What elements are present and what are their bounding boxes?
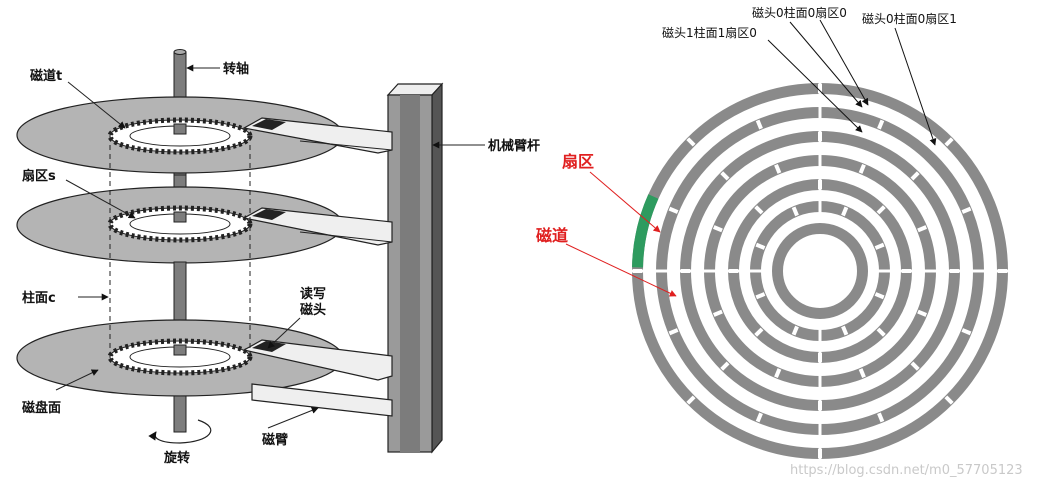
arm-rod [386,82,444,454]
sector-divider [754,205,764,215]
sector-divider [720,361,730,371]
sector-divider [755,119,763,130]
sector-divider [774,368,782,379]
sector-divider [686,395,696,405]
sector-divider [841,206,849,217]
label-rw-head-2: 磁头 [300,302,326,318]
label-spindle: 转轴 [223,61,249,77]
sector-divider [874,292,885,300]
label-track-red: 磁道 [536,226,568,245]
sector-divider [858,368,866,379]
sector-divider [712,309,723,317]
label-sector-red: 扇区 [562,152,594,171]
sector-divider [876,327,886,337]
sector-divider [841,325,849,336]
black-arrows [767,19,937,146]
sector-divider [961,328,972,336]
label-cylinder-c: 柱面c [22,290,56,306]
sector-divider [917,225,928,233]
sector-divider [858,163,866,174]
label-arm: 磁臂 [262,432,288,448]
sector-divider [910,171,920,181]
sector-divider [712,225,723,233]
rotation-arrow [148,419,212,444]
platter-top-view: 磁头0柱面0扇区0 磁头0柱面0扇区1 磁头1柱面1扇区0 扇区 磁道 [536,5,1008,459]
sector-divider [791,325,799,336]
sector-divider [791,206,799,217]
sector-divider [720,171,730,181]
sector-divider [755,242,766,250]
sector-divider [944,395,954,405]
arm-top [242,117,393,154]
sector-divider [774,163,782,174]
sector-divider [755,412,763,423]
sector-divider [668,206,679,214]
label-h0-c0-s0: 磁头0柱面0扇区0 [752,5,847,20]
label-h0-c0-s1: 磁头0柱面0扇区1 [862,11,957,26]
label-arm-rod: 机械臂杆 [488,138,540,154]
platter-bottom [16,261,344,433]
label-rotation: 旋转 [163,450,190,466]
disk-drive-illustration: 磁道t 转轴 机械臂杆 扇区s 柱面c 读写 磁头 磁盘面 磁臂 旋转 [16,49,540,466]
sector-divider [877,412,885,423]
arm-middle [242,207,393,246]
cylinder-dashed-lines [109,136,251,357]
sector-divider [686,137,696,147]
platter-middle [16,174,344,264]
label-h1-c1-s0: 磁头1柱面1扇区0 [662,25,757,40]
sector-divider [944,137,954,147]
sector-divider [668,328,679,336]
label-platter-surface: 磁盘面 [22,400,61,416]
label-sector-s: 扇区s [22,168,56,184]
sector-divider [917,309,928,317]
sector-divider [910,361,920,371]
sector-divider [754,327,764,337]
watermark: https://blog.csdn.net/m0_57705123 [790,463,1023,478]
sector-divider [874,242,885,250]
label-rw-head-1: 读写 [300,286,326,302]
highlighted-sector [632,194,659,268]
sector-divider [877,119,885,130]
track-ring-6 [772,223,868,319]
red-arrows [565,171,677,297]
arm-bottom [242,339,393,417]
sector-divider [755,292,766,300]
sector-dividers [632,83,1008,459]
platter-top [16,96,344,174]
label-track-t: 磁道t [30,68,62,84]
sector-divider [961,206,972,214]
left-leader-lines [55,64,485,429]
sector-divider [876,205,886,215]
